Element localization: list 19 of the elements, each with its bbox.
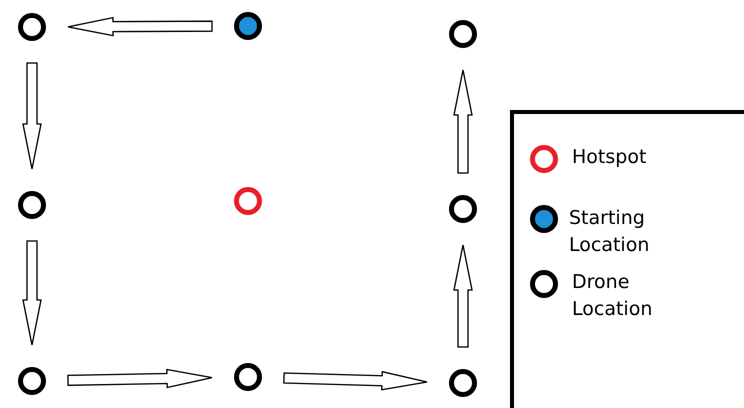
location-circle — [234, 363, 262, 391]
location-circle — [234, 12, 262, 40]
location-circle — [449, 20, 477, 48]
block-arrow — [283, 370, 428, 390]
block-arrow — [67, 16, 213, 36]
block-arrow — [453, 69, 473, 174]
block-arrow — [453, 244, 473, 348]
location-circle — [449, 195, 477, 223]
location-circle — [449, 369, 477, 397]
block-arrow — [67, 368, 213, 388]
legend-label: Hotspot — [572, 145, 648, 170]
location-circle — [18, 191, 46, 219]
location-circle — [18, 13, 46, 41]
legend-label: Drone Location — [572, 270, 654, 322]
block-arrow — [22, 62, 42, 170]
legend-label: Starting Location — [569, 206, 650, 258]
hotspot-circle — [234, 187, 262, 215]
block-arrow — [22, 240, 42, 346]
location-circle — [18, 367, 46, 395]
